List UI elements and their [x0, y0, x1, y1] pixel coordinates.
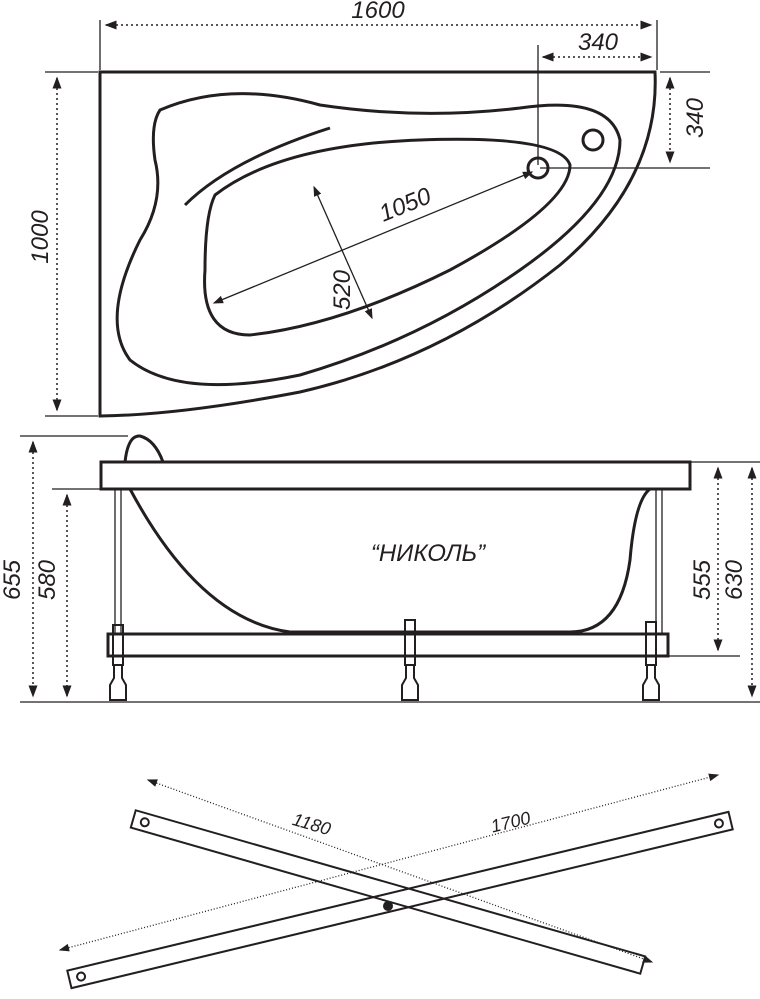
- drain-offset-y-label: 340: [682, 97, 709, 138]
- rim-height-label: 580: [34, 559, 61, 600]
- frame-legs: [114, 488, 663, 635]
- total-height-label: 655: [0, 559, 26, 600]
- tub-body: [128, 487, 652, 634]
- width-label: 1600: [351, 0, 405, 24]
- depth-label: 1000: [27, 210, 54, 264]
- bowl-contour: [203, 137, 572, 337]
- overflow-icon: [581, 128, 605, 152]
- backrest-line: [183, 126, 331, 207]
- frame-bars: 1180 1700: [58, 773, 734, 990]
- model-name: “НИКОЛЬ”: [371, 540, 486, 567]
- side-view: 655 580 555 630 “НИКОЛЬ”: [0, 434, 760, 703]
- drain-offset-x-label: 340: [578, 29, 619, 56]
- bowl-width-label: 520: [329, 269, 356, 310]
- long-bar-length-label: 1700: [489, 808, 533, 837]
- short-bar: [129, 809, 647, 975]
- floor-to-rim-label: 630: [721, 559, 748, 600]
- bowl-length-label: 1050: [375, 182, 435, 227]
- short-bar-length-label: 1180: [290, 809, 333, 839]
- frame-bar: [106, 632, 670, 658]
- tub-outline-top: [98, 70, 657, 418]
- tub-rim: [99, 460, 692, 491]
- adjustable-feet: [109, 619, 660, 701]
- top-view: 1600 340 340 1000 1050 520: [27, 0, 710, 418]
- frame-to-rim-label: 555: [689, 559, 716, 600]
- headrest: [123, 434, 165, 463]
